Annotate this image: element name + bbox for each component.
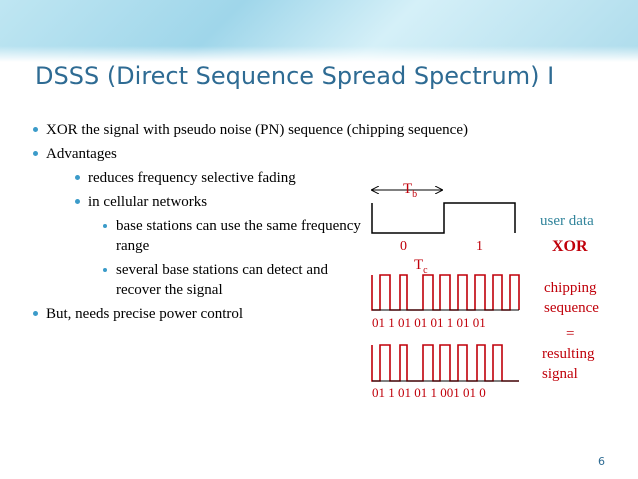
bullet-dot-icon xyxy=(33,311,38,316)
bullet-xor: XOR the signal with pseudo noise (PN) se… xyxy=(30,120,550,140)
bullet-power-control: But, needs precise power control xyxy=(30,304,550,324)
bullet-fading: reduces frequency selective fading xyxy=(30,168,348,188)
bullet-dot-icon xyxy=(103,268,107,272)
bullet-same-frequency: base stations can use the same frequency… xyxy=(30,216,376,256)
bullet-dot-icon xyxy=(33,127,38,132)
bullet-detect-recover: several base stations can detect and rec… xyxy=(30,260,366,300)
bullet-list: XOR the signal with pseudo noise (PN) se… xyxy=(30,120,550,328)
bullet-dot-icon xyxy=(75,175,80,180)
bullet-text: base stations can use the same frequency… xyxy=(116,218,361,254)
page-number: 6 xyxy=(598,455,605,468)
page-title: DSSS (Direct Sequence Spread Spectrum) I xyxy=(35,62,555,90)
chipping-label-2: sequence xyxy=(544,300,599,316)
result-label-1: resulting xyxy=(542,346,595,362)
bullet-dot-icon xyxy=(75,199,80,204)
bullet-advantages: Advantages xyxy=(30,144,550,164)
header-band xyxy=(0,0,638,62)
bullet-dot-icon xyxy=(103,224,107,228)
result-label-2: signal xyxy=(542,366,578,382)
bullet-text: XOR the signal with pseudo noise (PN) se… xyxy=(46,122,468,138)
bullet-text: reduces frequency selective fading xyxy=(88,170,296,186)
result-waveform xyxy=(371,344,519,382)
bullet-text: several base stations can detect and rec… xyxy=(116,262,328,298)
result-bits: 01 1 01 01 1 001 01 0 xyxy=(372,385,486,400)
xor-label: XOR xyxy=(552,238,588,255)
bullet-cellular: in cellular networks xyxy=(30,192,550,212)
equals-label: = xyxy=(566,326,574,342)
bullet-text: But, needs precise power control xyxy=(46,306,244,322)
bullet-text: in cellular networks xyxy=(88,194,208,210)
chipping-label-1: chipping xyxy=(544,280,597,296)
bullet-text: Advantages xyxy=(46,146,117,162)
bullet-dot-icon xyxy=(33,151,38,156)
